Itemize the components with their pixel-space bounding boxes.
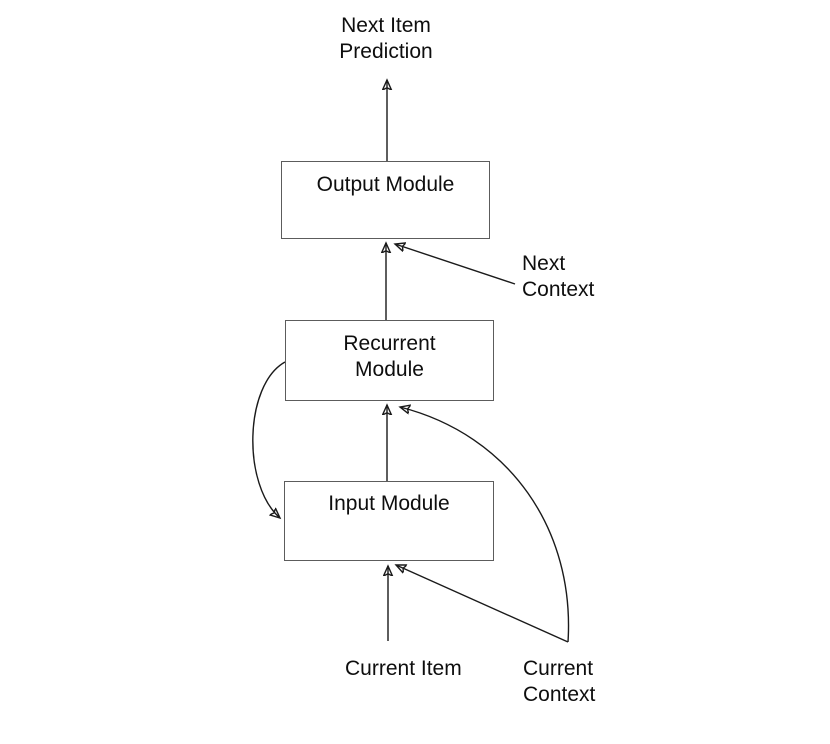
arrow-recurrent-loop-to-input: [252, 361, 286, 518]
label-next-item-prediction-line2: Prediction: [339, 40, 433, 63]
recurrent-module-label-line2: Module: [355, 358, 424, 381]
label-next-context-line1: Next: [522, 252, 566, 275]
label-next-context-line2: Context: [522, 278, 595, 301]
output-module-box: Output Module: [281, 161, 490, 239]
arrow-next-context-to-output: [395, 244, 516, 285]
label-next-context: Next Context: [522, 251, 594, 303]
recurrent-module-label-line1: Recurrent: [343, 332, 436, 355]
label-current-context: Current Context: [523, 656, 595, 708]
arrow-current-context-to-recurrent: [400, 407, 570, 643]
label-current-item: Current Item: [345, 656, 462, 682]
arrow-current-context-to-input: [396, 565, 569, 643]
label-next-item-prediction-line1: Next Item: [341, 14, 431, 37]
label-current-context-line1: Current: [523, 657, 594, 680]
label-current-item-text: Current Item: [345, 657, 462, 680]
label-current-context-line2: Context: [523, 683, 596, 706]
input-module-label: Input Module: [328, 492, 450, 515]
input-module-box: Input Module: [284, 481, 494, 561]
label-next-item-prediction: Next Item Prediction: [286, 13, 486, 65]
recurrent-module-box: Recurrent Module: [285, 320, 494, 401]
output-module-label: Output Module: [316, 173, 455, 196]
